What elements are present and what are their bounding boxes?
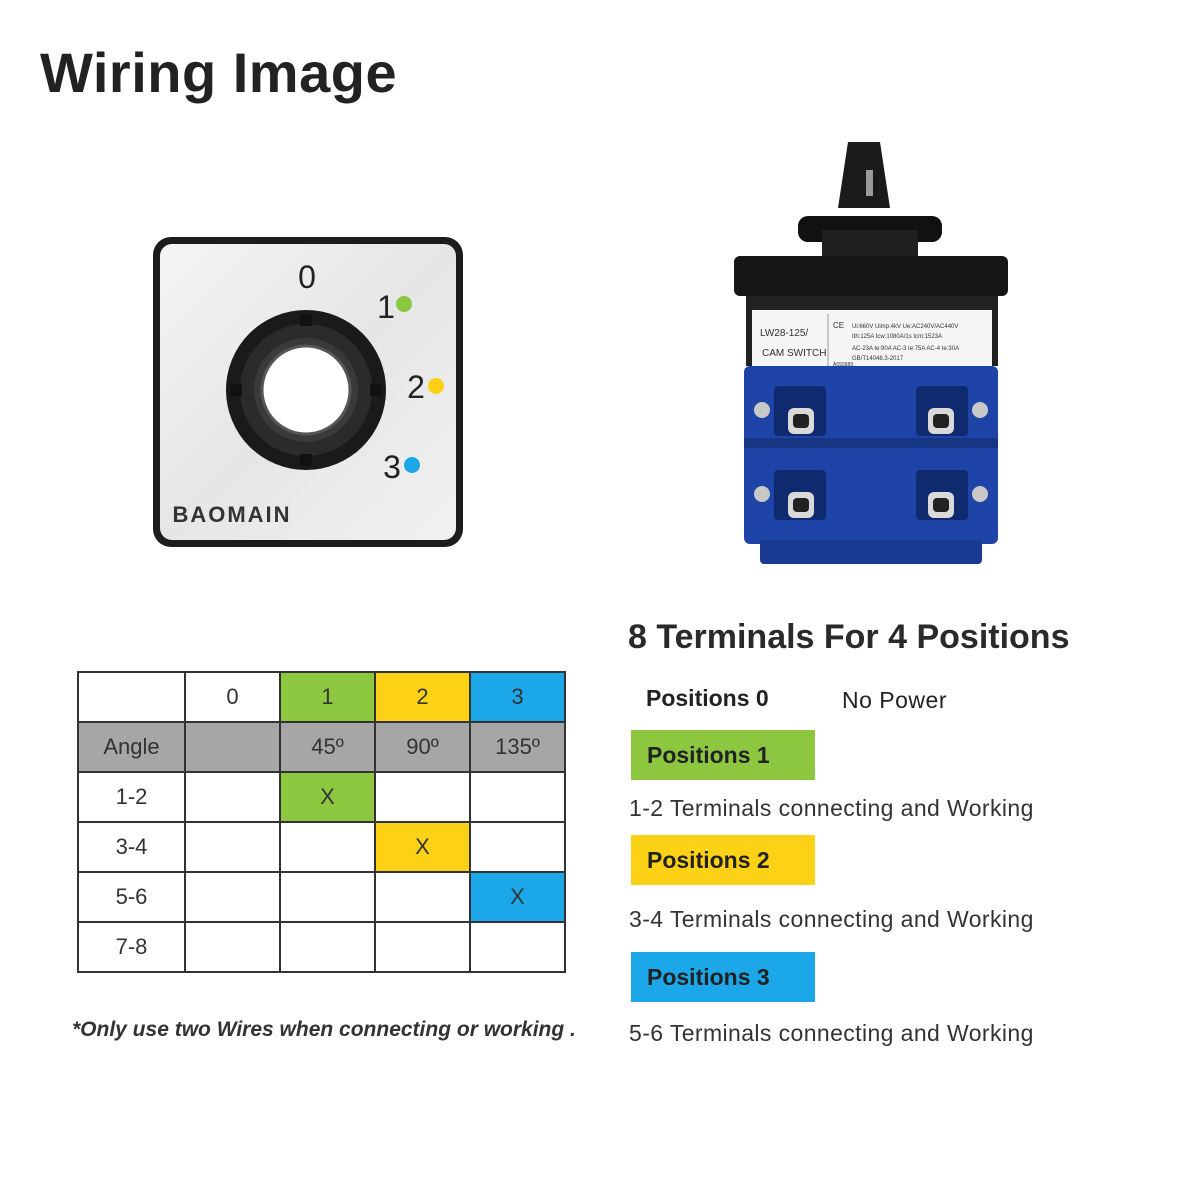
svg-text:CE: CE: [833, 321, 844, 330]
plate-pos-0: 0: [298, 259, 316, 295]
yellow-dot-icon: [428, 378, 444, 394]
table-header-3: 3: [469, 671, 566, 723]
plate-pos-2: 2: [407, 369, 425, 405]
switch-face-plate: 0 1 2 3 BAOMAIN: [152, 236, 464, 548]
table-cell: [374, 771, 471, 823]
svg-text:CAM SWITCH: CAM SWITCH: [762, 348, 826, 359]
table-cell: [77, 671, 186, 723]
table-header-row: 0 1 2 3: [77, 671, 566, 723]
angle-45: 45º: [279, 721, 376, 773]
table-cell: [469, 921, 566, 973]
svg-text:A093989: A093989: [833, 362, 853, 368]
table-row: 7-8: [77, 921, 566, 973]
table-cell-mark: X: [279, 771, 376, 823]
angle-135: 135º: [469, 721, 566, 773]
svg-text:AC-23A Ie:90A AC-3 Ie:75A AC-4: AC-23A Ie:90A AC-3 Ie:75A AC-4 Ie:30A: [852, 346, 959, 352]
table-row: 1-2 X: [77, 771, 566, 823]
table-cell: [374, 921, 471, 973]
angle-label: Angle: [77, 721, 186, 773]
row-label: 5-6: [77, 871, 186, 923]
table-row: 5-6 X: [77, 871, 566, 923]
knob-hole: [260, 344, 352, 436]
table-header-2: 2: [374, 671, 471, 723]
table-angle-row: Angle 45º 90º 135º: [77, 721, 566, 773]
table-header-0: 0: [184, 671, 281, 723]
terminal-screws: [754, 386, 988, 520]
svg-text:GB/T14048.3-2017: GB/T14048.3-2017: [852, 356, 904, 362]
position-3-desc: 5-6 Terminals connecting and Working: [629, 1020, 1034, 1046]
angle-90: 90º: [374, 721, 471, 773]
wiring-note: *Only use two Wires when connecting or w…: [72, 1018, 576, 1041]
cam-switch-illustration: LW28-125/ CAM SWITCH CE A093989 Ui:660V …: [730, 138, 1012, 568]
switch-handle: [838, 142, 890, 208]
plate-pos-3: 3: [383, 449, 401, 485]
switch-label: [752, 310, 992, 374]
svg-text:Ui:660V Uimp:4kV Ue:AC240V/AC4: Ui:660V Uimp:4kV Ue:AC240V/AC440V: [852, 324, 958, 330]
table-cell: [469, 771, 566, 823]
position-2-badge: Positions 2: [631, 835, 815, 885]
table-cell: [184, 721, 281, 773]
table-cell-mark: X: [374, 821, 471, 873]
svg-text:Ith:125A Icw:1080A/1s Icm:1523: Ith:125A Icw:1080A/1s Icm:1523A: [852, 334, 942, 340]
plate-pos-1: 1: [377, 289, 395, 325]
table-cell: [184, 821, 281, 873]
table-cell-mark: X: [469, 871, 566, 923]
table-header-1: 1: [279, 671, 376, 723]
table-cell: [374, 871, 471, 923]
position-1-badge: Positions 1: [631, 730, 815, 780]
position-2-desc: 3-4 Terminals connecting and Working: [629, 906, 1034, 932]
position-0-desc: No Power: [842, 687, 947, 713]
table-cell: [184, 871, 281, 923]
table-cell: [279, 921, 376, 973]
table-cell: [184, 921, 281, 973]
position-1-desc: 1-2 Terminals connecting and Working: [629, 795, 1034, 821]
table-cell: [279, 871, 376, 923]
table-cell: [469, 821, 566, 873]
row-label: 1-2: [77, 771, 186, 823]
wiring-table: 0 1 2 3 Angle 45º 90º 135º 1-2 X 3-4 X 5…: [77, 671, 566, 973]
brand-logo: BAOMAIN: [172, 502, 291, 527]
table-cell: [184, 771, 281, 823]
table-cell: [279, 821, 376, 873]
terminals-heading: 8 Terminals For 4 Positions: [628, 618, 1070, 656]
row-label: 3-4: [77, 821, 186, 873]
blue-dot-icon: [404, 457, 420, 473]
position-3-badge: Positions 3: [631, 952, 815, 1002]
page-title: Wiring Image: [40, 41, 398, 104]
green-dot-icon: [396, 296, 412, 312]
table-row: 3-4 X: [77, 821, 566, 873]
row-label: 7-8: [77, 921, 186, 973]
position-0-label: Positions 0: [646, 685, 769, 711]
svg-text:LW28-125/: LW28-125/: [760, 328, 808, 339]
